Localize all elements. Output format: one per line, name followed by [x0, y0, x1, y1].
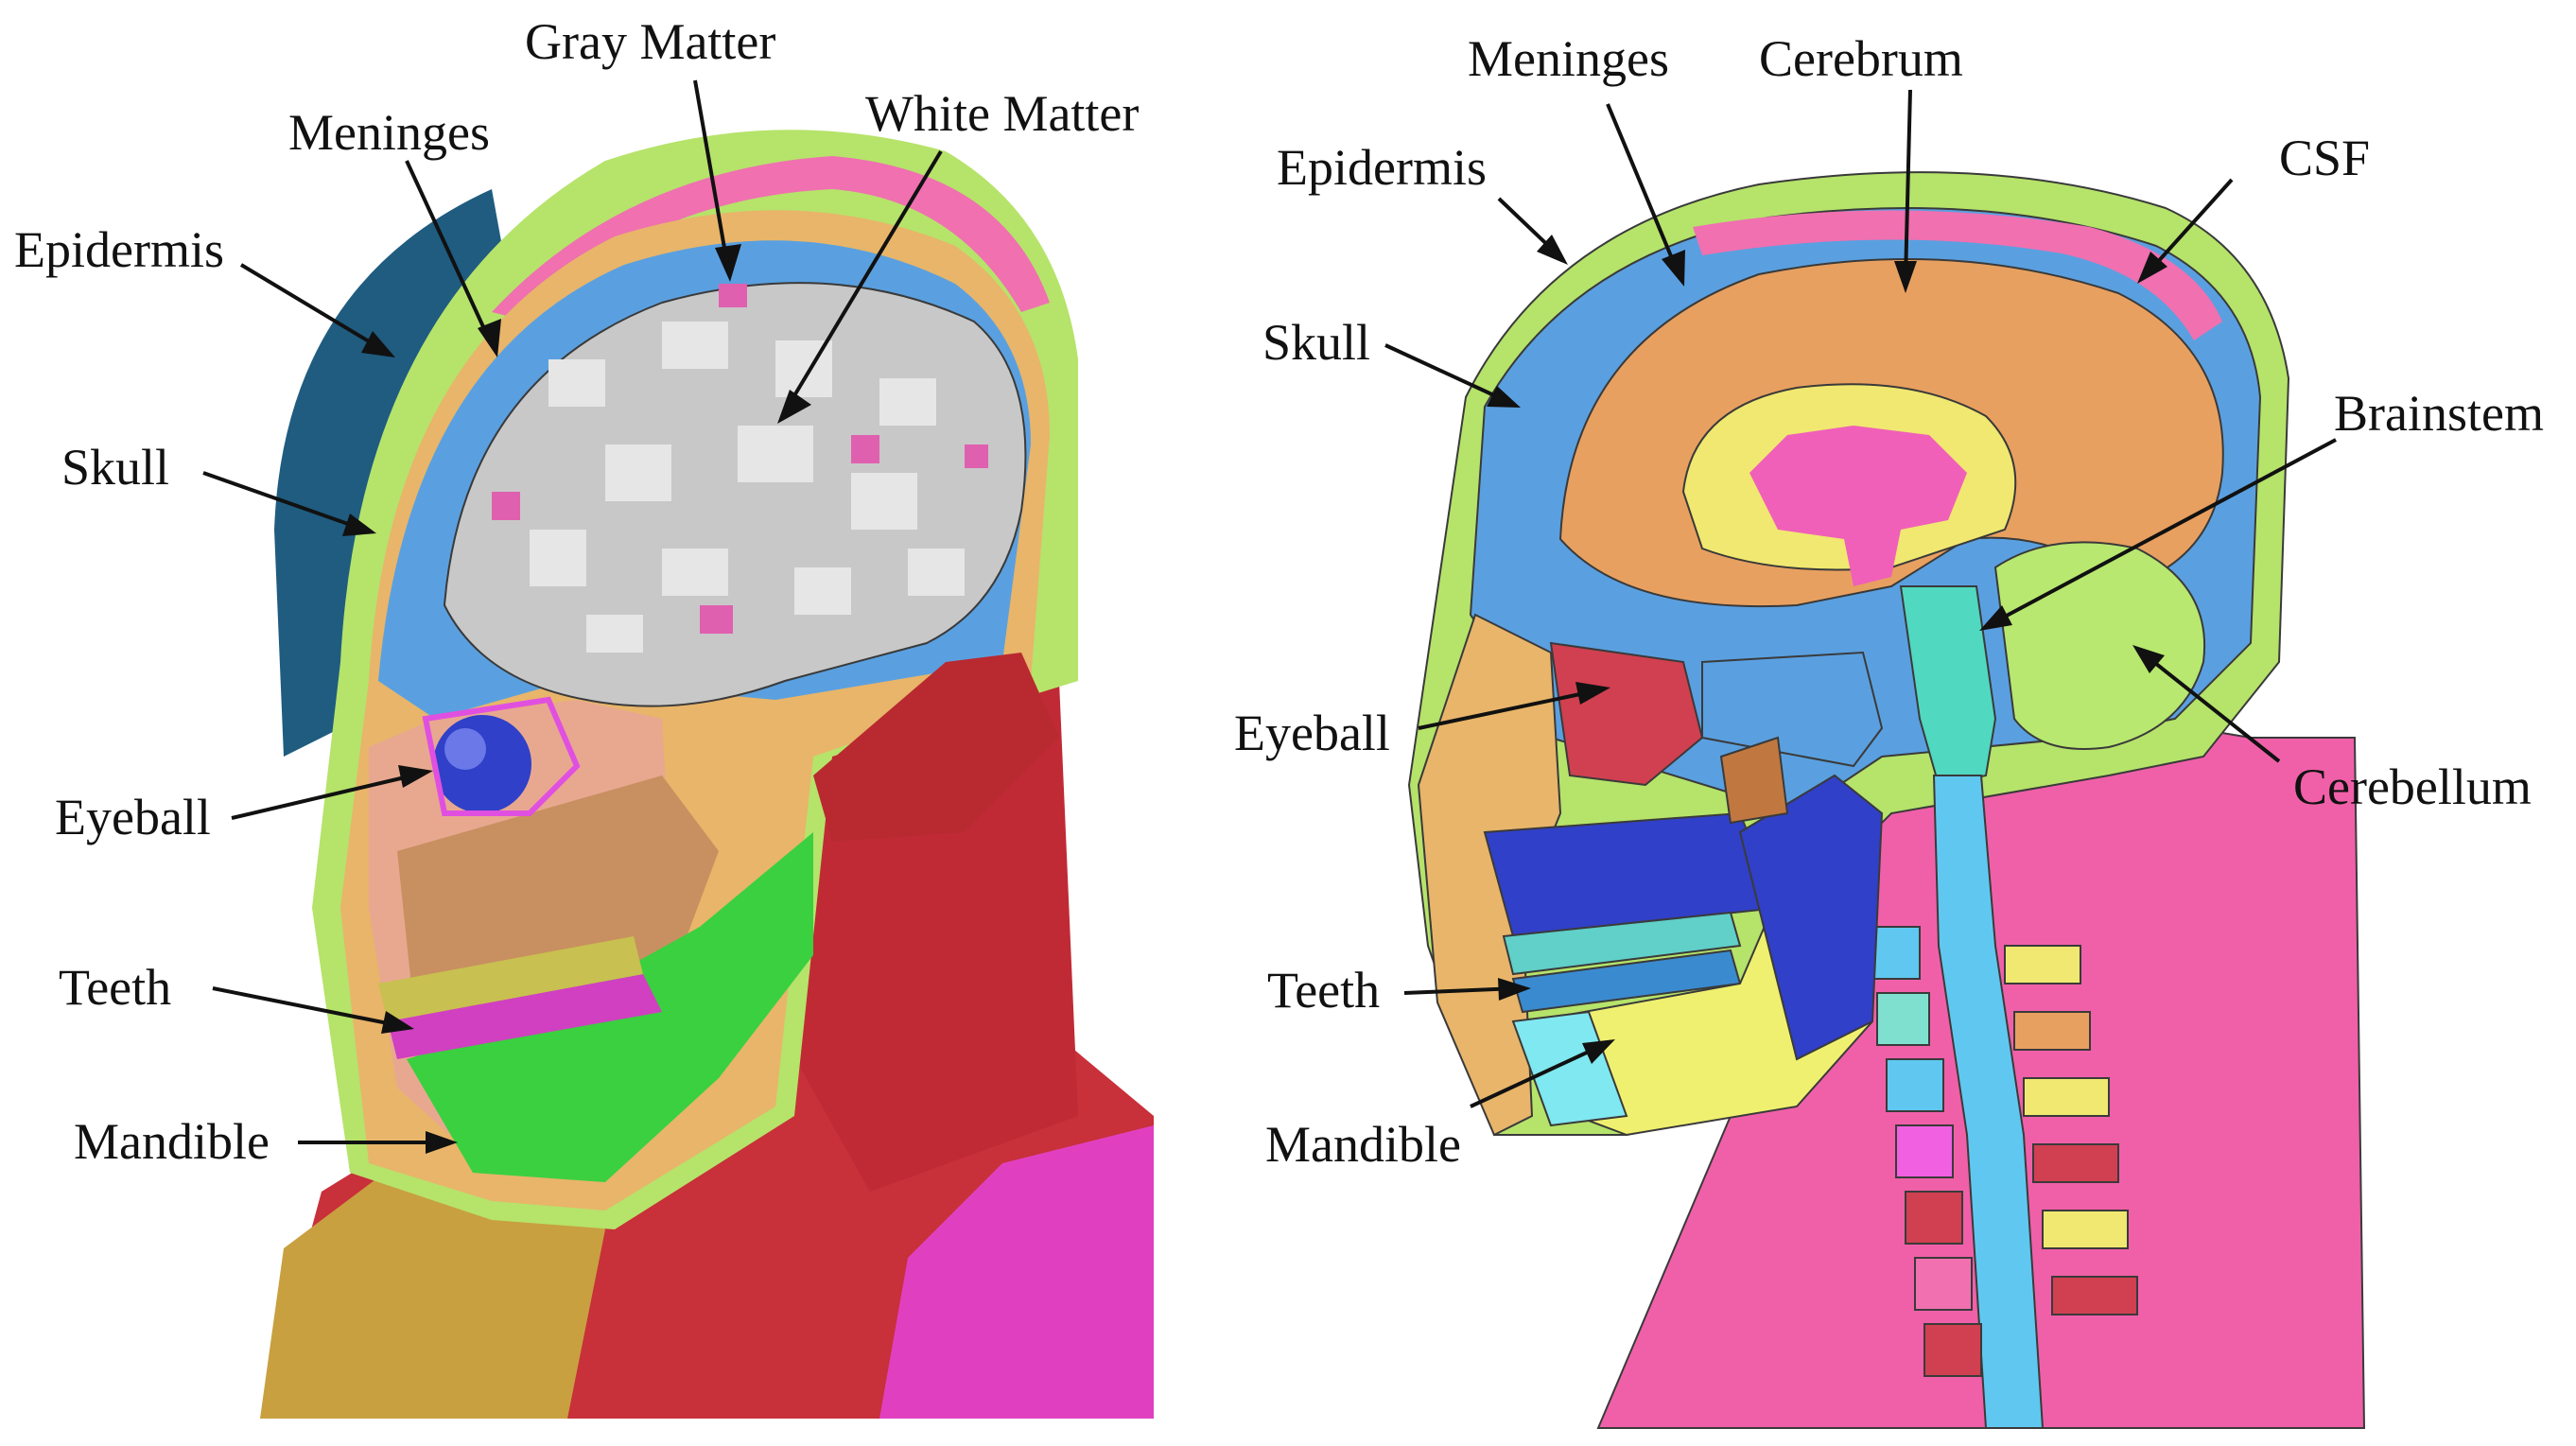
left-label-teeth: Teeth: [59, 959, 171, 1016]
left-scalp-band: [492, 156, 1050, 322]
left-arrow-meninges: [405, 160, 494, 346]
right-arrowhead-csf: [2137, 252, 2167, 284]
right-arrow-cerebrum: [1904, 89, 1912, 280]
left-label-skull: Skull: [61, 439, 169, 496]
left-arrow-epidermis: [239, 263, 385, 352]
right-arrowhead-brainstem: [1979, 605, 2012, 631]
left-arrowhead-epidermis: [361, 331, 395, 357]
left-brain-voxels: [530, 322, 965, 653]
right-arrow-mandible: [1470, 1043, 1604, 1108]
right-nasal-block: [1701, 651, 1884, 768]
left-teeth-row: [388, 974, 662, 1059]
right-label-brainstem: Brainstem: [2334, 385, 2544, 442]
right-arrow-csf: [2145, 178, 2234, 276]
left-arrowhead-meninges: [478, 319, 501, 357]
right-spinal-cord: [1932, 775, 2045, 1429]
left-arrow-gray-matter: [693, 79, 730, 270]
left-arrows: [202, 79, 943, 1154]
right-brainstem: [1899, 585, 1997, 787]
left-eyeball-highlight: [444, 728, 486, 770]
right-arrow-cerebellum: [2140, 651, 2281, 763]
right-csf-band: [1693, 210, 2222, 340]
right-label-skull: Skull: [1262, 314, 1370, 371]
left-arrowhead-mandible: [426, 1131, 458, 1154]
right-label-csf: CSF: [2279, 130, 2370, 186]
left-label-white-matter: White Matter: [865, 85, 1139, 142]
left-label-gray-matter: Gray Matter: [525, 13, 775, 70]
left-arrowhead-teeth: [381, 1011, 414, 1034]
right-arrowhead-cerebellum: [2132, 645, 2165, 673]
left-eye-socket: [422, 696, 581, 816]
right-arrowhead-eyeball: [1575, 682, 1610, 705]
left-jaw-muscle: [813, 653, 1059, 842]
right-arrows: [1384, 89, 2337, 1108]
left-label-epidermis: Epidermis: [14, 221, 224, 278]
right-label-cerebrum: Cerebrum: [1759, 30, 1963, 87]
right-arrow-skull: [1384, 343, 1509, 404]
left-arrow-eyeball: [231, 772, 422, 820]
right-thalamus: [1749, 426, 1967, 586]
right-tongue-muscle: [1738, 774, 1884, 1061]
right-chin: [1511, 1010, 1628, 1127]
left-shoulder-magenta: [879, 1125, 1154, 1419]
left-arrowhead-gray-matter: [715, 244, 741, 282]
right-sinus-block: [1549, 641, 1704, 787]
right-arrowhead-meninges: [1662, 250, 1685, 287]
left-arrow-white-matter: [783, 149, 943, 413]
left-teeth-upper: [378, 936, 643, 1021]
left-arrowhead-eyeball: [398, 765, 433, 788]
right-arrowhead-epidermis: [1537, 235, 1568, 265]
right-arrowhead-mandible: [1582, 1039, 1615, 1064]
left-arrow-teeth: [212, 986, 403, 1028]
left-head-model: [260, 130, 1154, 1419]
right-arrow-meninges: [1606, 103, 1680, 275]
right-arrowhead-teeth: [1498, 978, 1531, 1001]
right-label-epidermis: Epidermis: [1277, 139, 1487, 196]
right-label-mandible: Mandible: [1265, 1116, 1461, 1173]
right-label-meninges: Meninges: [1468, 30, 1669, 87]
left-label-eyeball: Eyeball: [55, 789, 211, 845]
left-arrow-skull: [202, 471, 365, 531]
right-teeth-upper: [1502, 911, 1742, 976]
left-labels: Gray Matter White Matter Meninges Epider…: [14, 13, 1139, 1170]
right-labels: Meninges Cerebrum Epidermis CSF Skull Br…: [1234, 30, 2544, 1173]
left-label-mandible: Mandible: [74, 1113, 270, 1170]
left-arrowhead-skull: [342, 514, 376, 536]
right-arrow-eyeball: [1418, 688, 1599, 730]
left-brain-pink-voxels: [492, 284, 988, 634]
left-arrowhead-white-matter: [777, 390, 811, 424]
left-label-meninges: Meninges: [288, 104, 490, 161]
right-arrow-brainstem: [1990, 438, 2337, 626]
right-label-eyeball: Eyeball: [1234, 705, 1390, 761]
right-head-section: [1407, 171, 2366, 1429]
right-label-teeth: Teeth: [1267, 962, 1380, 1019]
right-arrowhead-skull: [1487, 386, 1521, 408]
right-pharynx: [1719, 736, 1789, 825]
left-eyeball: [433, 715, 531, 813]
right-label-cerebellum: Cerebellum: [2293, 758, 2532, 815]
right-arrowhead-cerebrum: [1894, 261, 1917, 293]
